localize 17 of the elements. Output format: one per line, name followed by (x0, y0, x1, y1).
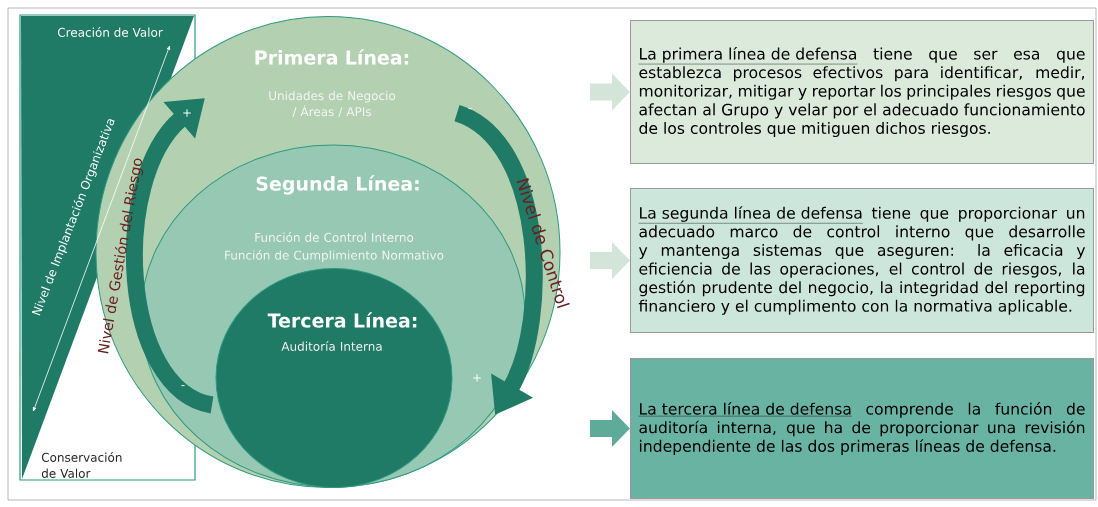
sign: + (183, 109, 191, 117)
subtitle: Función de Cumplimiento Normativo (225, 249, 444, 263)
circle (215, 268, 453, 488)
subtitle: Función de Control Interno (255, 232, 414, 242)
sign: - (181, 385, 185, 387)
heading: Segunda Línea: (256, 175, 419, 195)
sign: - (468, 108, 472, 110)
heading: Primera Línea: (255, 49, 409, 65)
label: Conservación de Valor (41, 452, 122, 478)
text-box: La tercera línea de defensa comprende la función de auditoría interna, que ha de proporcionar una revisión independiente de las dos primeras líneas de defensa. (630, 358, 1094, 499)
text-box: La segunda línea de defensa tiene que proporcionar un adecuado marco de control interno que desarrolle y mantenga sistemas que aseguren: la eficacia y eficiencia de las operaciones, el control de riesgos, la gestión prudente del negocio, la integridad del reporting financiero y el cumplimento con la normativa aplicable. (630, 188, 1094, 333)
subtitle: Auditoría Interna (281, 341, 382, 351)
label: Creación de Valor (57, 27, 163, 37)
heading: Tercera Línea: (267, 312, 417, 328)
subtitle: Unidades de Negocio / Áreas / APIs (269, 90, 396, 118)
sign: + (473, 374, 481, 382)
text-box: La primera línea de defensa tiene que ser esa que establezca procesos efectivos para identificar, medir, monitorizar, mitigar y reportar los principales riesgos que afectan al Grupo y velar por el adecuado funcionamiento de los controles que mitiguen dichos riesgos. (630, 20, 1094, 164)
